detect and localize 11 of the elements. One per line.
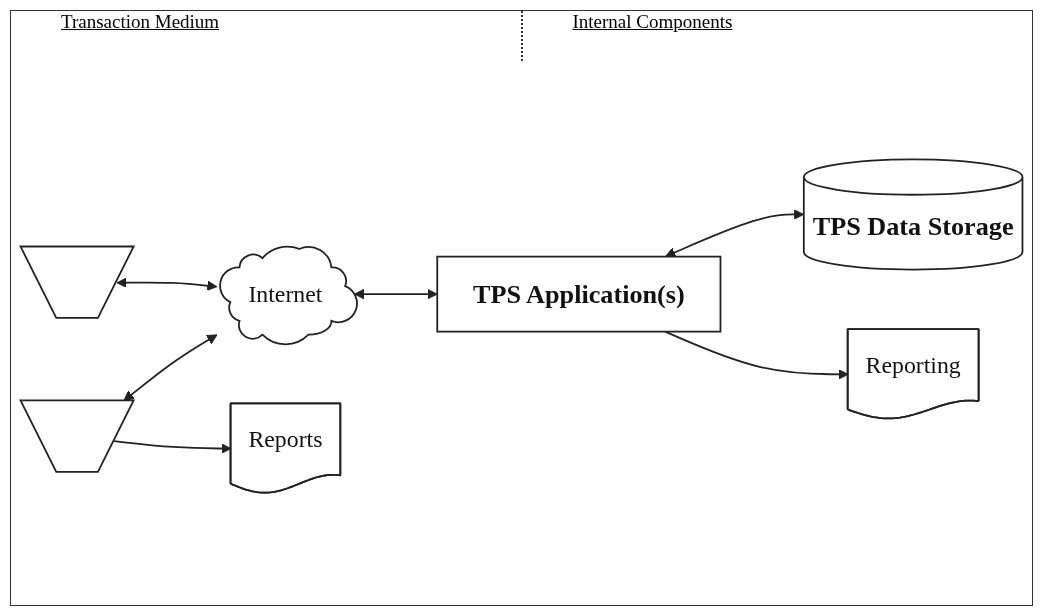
node-box: TPS Application(s) [436, 255, 722, 333]
arrow [353, 288, 438, 300]
arrow [665, 209, 805, 258]
arrow [113, 440, 232, 454]
column-heading: Transaction Medium [60, 10, 220, 32]
arrow [123, 334, 218, 402]
node-trapezoid [19, 245, 136, 319]
arrow [664, 330, 849, 380]
node-trapezoid [19, 399, 136, 473]
column-heading: Internal Components [571, 10, 733, 32]
arrow [116, 277, 218, 291]
